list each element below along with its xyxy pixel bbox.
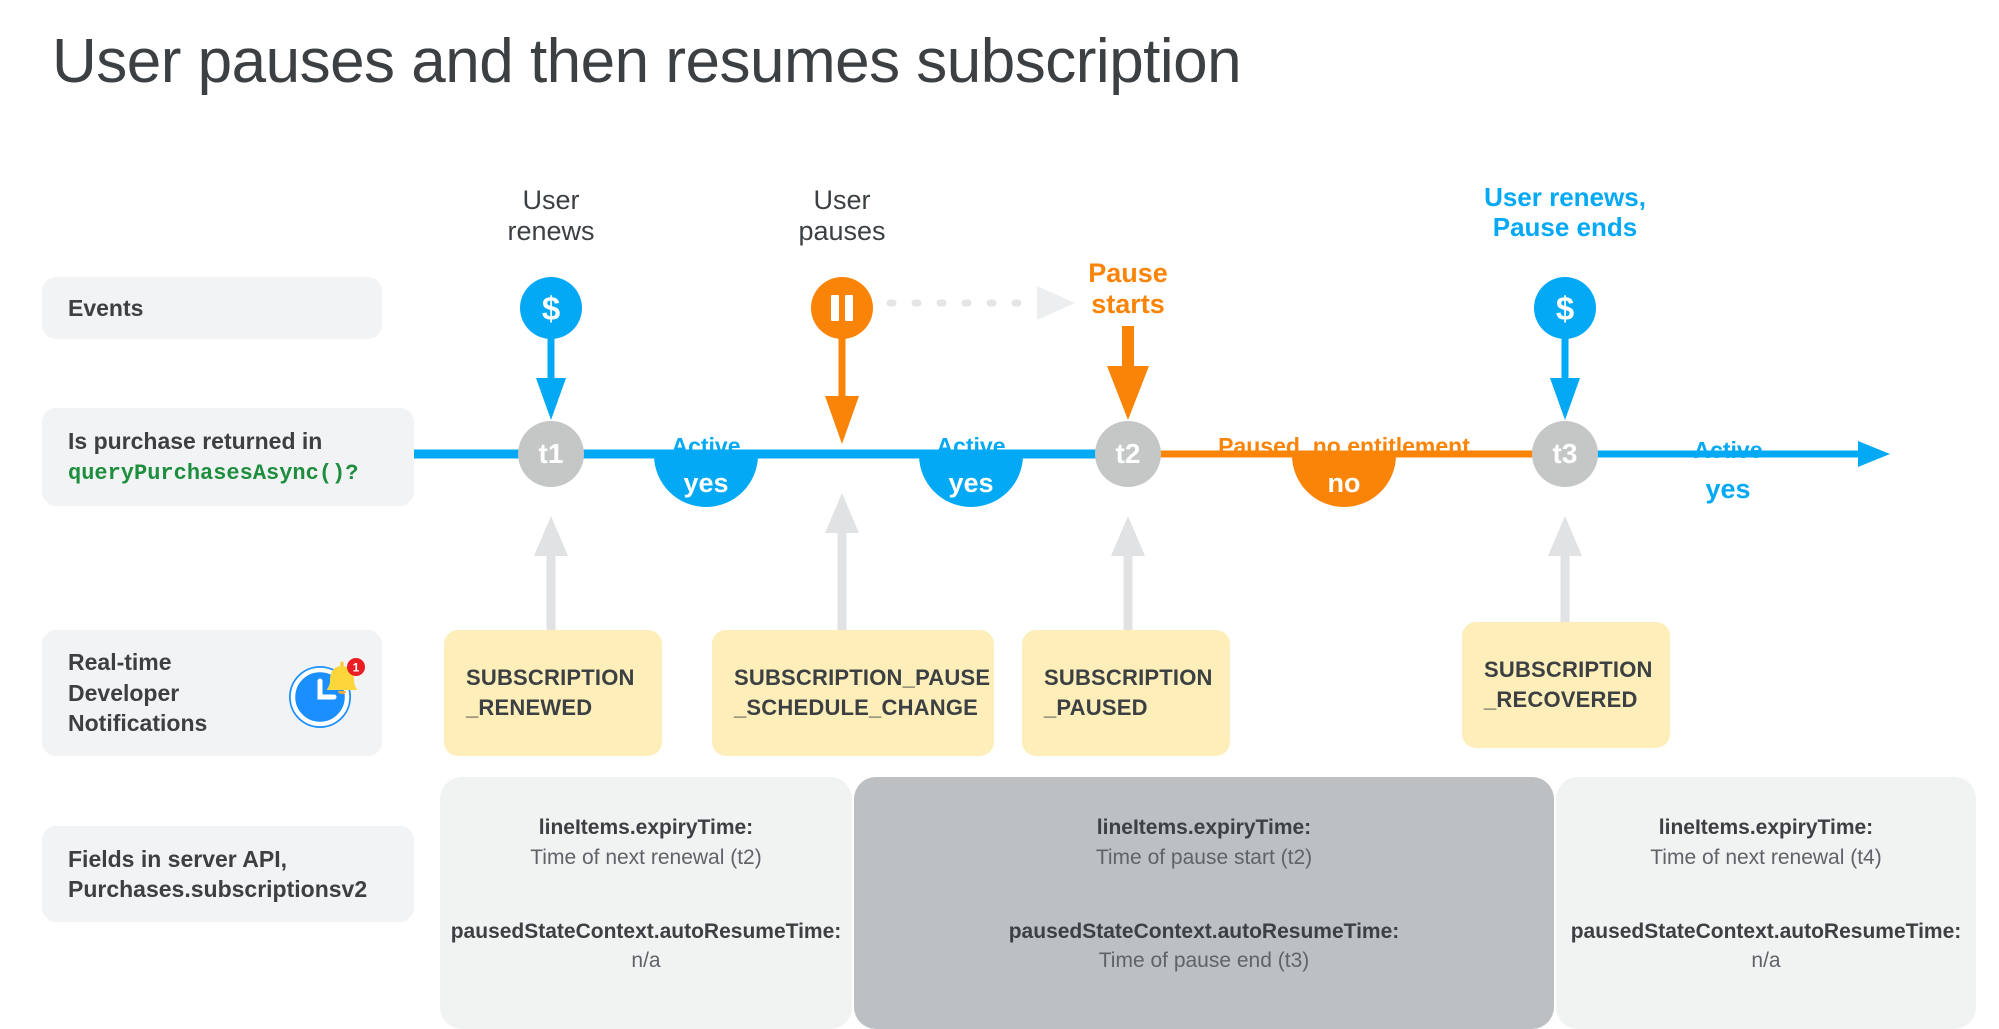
segment-label-active-1: Active [671, 433, 741, 459]
field-value: n/a [631, 949, 661, 973]
field-box-recovered: lineItems.expiryTime: Time of next renew… [1556, 777, 1976, 1029]
entitlement-bubble-no: no [1292, 455, 1396, 507]
event-marker-pause[interactable] [811, 277, 873, 339]
pause-icon [831, 295, 853, 321]
field-group-resume: pausedStateContext.autoResumeTime: Time … [1009, 918, 1400, 976]
event-marker-dollar-1[interactable]: $ [520, 277, 582, 339]
event-caption-line2: renews [507, 216, 595, 247]
entitlement-value: yes [948, 467, 994, 498]
event-caption-pause-starts: Pause starts [1088, 258, 1168, 320]
row-label-rtdn: Real-time Developer Notifications 1 [42, 630, 382, 756]
field-value: n/a [1751, 949, 1781, 973]
rtdn-box-subscription-recovered[interactable]: SUBSCRIPTION _RECOVERED [1462, 622, 1670, 748]
query-label-code: queryPurchasesAsync()? [68, 461, 359, 487]
rtdn-label-line1: Real-time [68, 649, 172, 676]
field-key: lineItems.expiryTime: [538, 816, 754, 840]
field-group-expiry: lineItems.expiryTime: Time of pause star… [1096, 814, 1312, 872]
rtdn-label-line3: Notifications [68, 710, 208, 737]
timeline-node-label: t2 [1115, 438, 1141, 469]
event-caption-line2: starts [1091, 289, 1165, 320]
entitlement-value: yes [683, 467, 729, 498]
rtdn-box-line2: _PAUSED [1044, 695, 1148, 720]
event-caption-line2: Pause ends [1492, 211, 1638, 242]
field-value: Time of next renewal (t4) [1650, 845, 1882, 869]
entitlement-value-yes-3: yes [1705, 474, 1751, 504]
row-label-events: Events [42, 277, 382, 339]
field-key: pausedStateContext.autoResumeTime: [1008, 920, 1400, 943]
timeline-node-t1[interactable]: t1 [518, 421, 584, 487]
rtdn-box-text: SUBSCRIPTION _RECOVERED [1484, 655, 1653, 716]
row-label-events-text: Events [68, 294, 144, 321]
event-caption-line1: Pause [1088, 258, 1168, 288]
segment-label-active-2: Active [936, 433, 1006, 459]
rtdn-box-text: SUBSCRIPTION _RENEWED [466, 663, 635, 724]
timeline-node-label: t3 [1552, 438, 1578, 469]
timeline-node-label: t1 [538, 438, 564, 469]
rtdn-box-line2: _SCHEDULE_CHANGE [734, 695, 979, 720]
rtdn-box-line1: SUBSCRIPTION [1484, 656, 1653, 682]
timeline-node-t2[interactable]: t2 [1095, 421, 1161, 487]
rtdn-box-subscription-renewed[interactable]: SUBSCRIPTION _RENEWED [444, 630, 662, 756]
event-caption-line1: User renews, [1484, 182, 1646, 212]
event-caption-user-pauses: User pauses [798, 185, 885, 247]
field-value: Time of pause end (t3) [1098, 949, 1310, 973]
dollar-icon: $ [1555, 289, 1575, 327]
field-box-paused: lineItems.expiryTime: Time of pause star… [854, 777, 1554, 1029]
rtdn-label-line2: Developer [68, 679, 180, 706]
rtdn-box-line2: _RECOVERED [1484, 687, 1638, 712]
event-caption-line1: User [522, 185, 580, 215]
rtdn-box-subscription-pause-schedule-change[interactable]: SUBSCRIPTION_PAUSE _SCHEDULE_CHANGE [712, 630, 994, 756]
field-group-resume: pausedStateContext.autoResumeTime: n/a [451, 918, 842, 976]
rtdn-box-line1: SUBSCRIPTION [466, 664, 635, 690]
row-label-query-text: Is purchase returned in queryPurchasesAs… [68, 426, 358, 488]
field-key: lineItems.expiryTime: [1658, 816, 1874, 840]
clock-bell-notification-icon: 1 [282, 651, 366, 735]
rtdn-box-line2: _RENEWED [466, 695, 593, 720]
event-caption-user-renews: User renews [507, 185, 594, 247]
event-caption-line1: User [813, 185, 871, 215]
rtdn-box-text: SUBSCRIPTION _PAUSED [1044, 663, 1213, 724]
row-label-rtdn-text: Real-time Developer Notifications [68, 647, 207, 738]
entitlement-bubble-yes-2: yes [919, 455, 1023, 507]
entitlement-value: no [1327, 467, 1361, 498]
event-marker-dollar-2[interactable]: $ [1534, 277, 1596, 339]
field-group-expiry: lineItems.expiryTime: Time of next renew… [1650, 814, 1881, 872]
field-box-renewed: lineItems.expiryTime: Time of next renew… [440, 777, 852, 1029]
field-value: Time of next renewal (t2) [530, 845, 762, 869]
rtdn-box-subscription-paused[interactable]: SUBSCRIPTION _PAUSED [1022, 630, 1230, 756]
row-label-query-purchases: Is purchase returned in queryPurchasesAs… [42, 408, 414, 506]
field-group-resume: pausedStateContext.autoResumeTime: n/a [1571, 918, 1962, 976]
field-key: pausedStateContext.autoResumeTime: [450, 920, 842, 943]
entitlement-bubble-yes-1: yes [654, 455, 758, 507]
svg-text:1: 1 [353, 661, 360, 675]
segment-label-paused: Paused, no entitlement [1218, 433, 1470, 459]
dollar-icon: $ [541, 289, 561, 327]
event-caption-line2: pauses [798, 216, 886, 247]
field-key: lineItems.expiryTime: [1096, 816, 1312, 840]
query-label-line1: Is purchase returned in [68, 427, 323, 454]
field-value: Time of pause start (t2) [1095, 845, 1313, 869]
fields-label-line2: Purchases.subscriptionsv2 [68, 876, 368, 902]
rtdn-box-line1: SUBSCRIPTION [1044, 664, 1213, 690]
rtdn-box-text: SUBSCRIPTION_PAUSE _SCHEDULE_CHANGE [734, 663, 990, 724]
rtdn-box-line1: SUBSCRIPTION_PAUSE [734, 664, 991, 690]
field-group-expiry: lineItems.expiryTime: Time of next renew… [530, 814, 761, 872]
field-key: pausedStateContext.autoResumeTime: [1570, 920, 1962, 943]
row-label-fields-text: Fields in server API, Purchases.subscrip… [68, 844, 367, 905]
timeline-node-t3[interactable]: t3 [1532, 421, 1598, 487]
row-label-fields: Fields in server API, Purchases.subscrip… [42, 826, 414, 922]
fields-label-line1: Fields in server API, [68, 845, 288, 872]
page-title: User pauses and then resumes subscriptio… [52, 27, 1242, 96]
segment-label-active-3: Active [1693, 437, 1763, 463]
event-caption-user-renews-pause-ends: User renews, Pause ends [1484, 182, 1646, 243]
